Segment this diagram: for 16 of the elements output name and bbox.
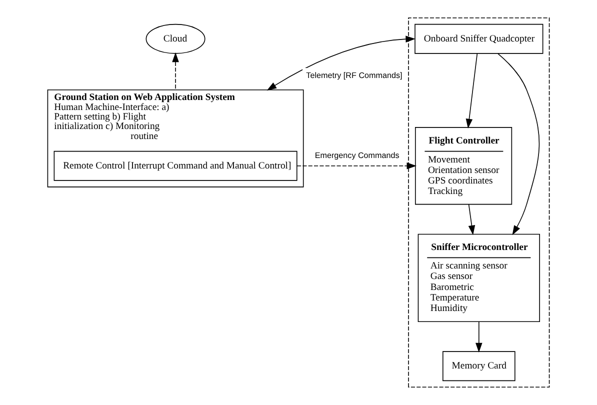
node-box: Memory Card xyxy=(442,351,516,382)
node-box: Flight Controller Movement Orientation sensor GPS coordinates Tracking xyxy=(415,127,512,205)
node-box: Onboard Sniffer Quadcopter xyxy=(414,24,544,54)
edge-label: Telemetry [RF Commands] xyxy=(306,71,402,80)
arrow xyxy=(498,53,540,236)
arrow xyxy=(466,53,478,129)
arrow xyxy=(172,52,179,90)
arrow xyxy=(296,162,416,170)
node-ellipse: Cloud xyxy=(146,24,206,54)
node-box: Remote Control [Interrupt Command and Manual Control] xyxy=(54,150,298,181)
edge-label: Emergency Commands xyxy=(314,151,400,160)
node-box: Sniffer Microcontroller Air scanning sensor Gas sensor Barometric Temperature Humidity xyxy=(418,234,540,322)
arrow xyxy=(468,204,476,236)
cluster xyxy=(408,17,550,388)
arrow xyxy=(476,321,482,353)
arrow xyxy=(266,36,416,90)
